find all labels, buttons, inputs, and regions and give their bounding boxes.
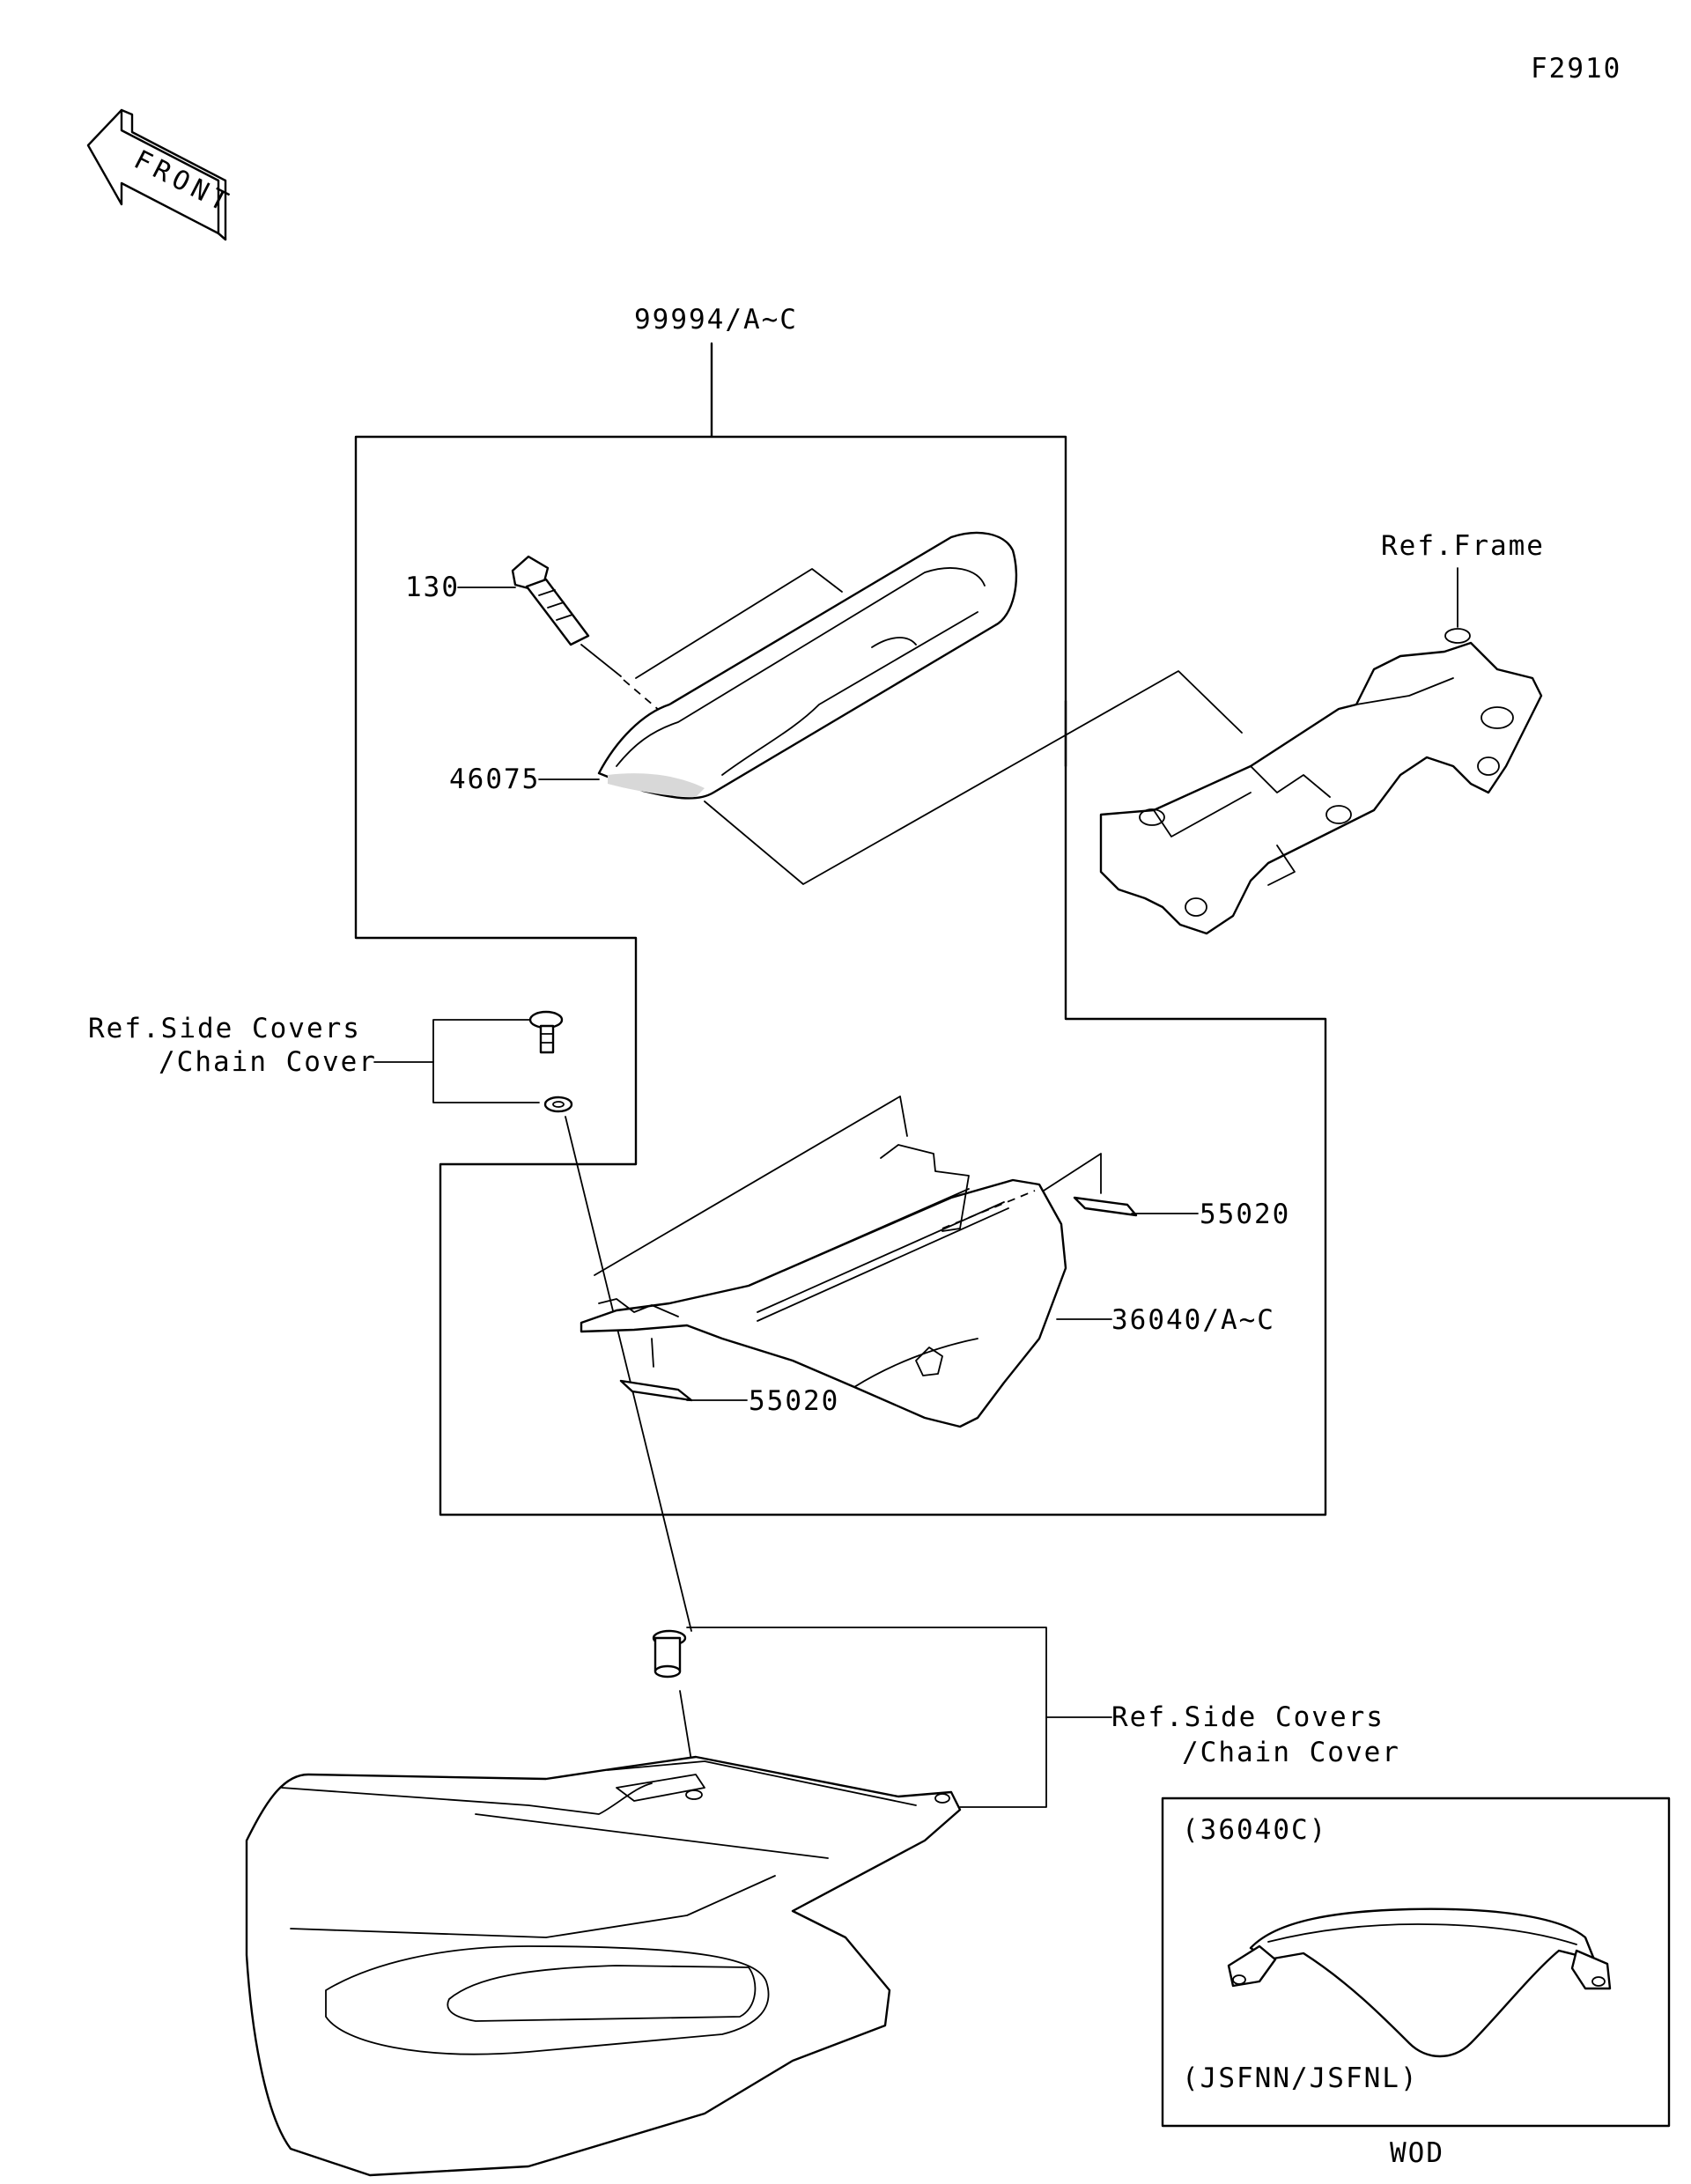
figure-code: F2910 [1531,53,1621,85]
callout-ref-side-covers-bottom-2: /Chain Cover [1182,1737,1400,1768]
callout-label-lower: 55020 [749,1385,839,1417]
side-cover-part [245,1755,962,2177]
inset-models: (JSFNN/JSFNL) [1182,2062,1419,2094]
callout-ref-side-covers-bottom-1: Ref.Side Covers [1111,1701,1385,1733]
grommet-icon [543,1096,573,1113]
screw-icon [528,1010,564,1054]
grab-rail-part [597,531,1018,800]
footer-code: WOD [1390,2137,1444,2169]
inset-seat-cover-part [1227,1907,1612,2058]
label-sticker-lower [619,1379,693,1402]
bolt-icon [511,555,590,646]
frame-part [1099,628,1543,935]
kit-boundary-line [354,342,1327,1516]
label-sticker-upper [1073,1196,1138,1217]
callout-seat-cover: 36040/A~C [1111,1304,1275,1336]
callout-bolt: 130 [405,572,460,603]
callout-grab-rail: 46075 [449,764,540,795]
callout-ref-frame: Ref.Frame [1381,530,1545,562]
callout-kit: 99994/A~C [634,304,798,336]
inset-36040c: (36040C) (JSFNN/JSFNL) [1161,1797,1671,2128]
collar-icon [652,1629,687,1679]
inset-part-code: (36040C) [1182,1814,1327,1846]
seat-cover-part [580,1144,1067,1428]
front-arrow-icon: FRONT [86,108,237,241]
callout-ref-side-covers-top-2: /Chain Cover [159,1046,377,1078]
callout-ref-side-covers-top-1: Ref.Side Covers [88,1013,361,1044]
callout-label-upper: 55020 [1200,1199,1290,1230]
